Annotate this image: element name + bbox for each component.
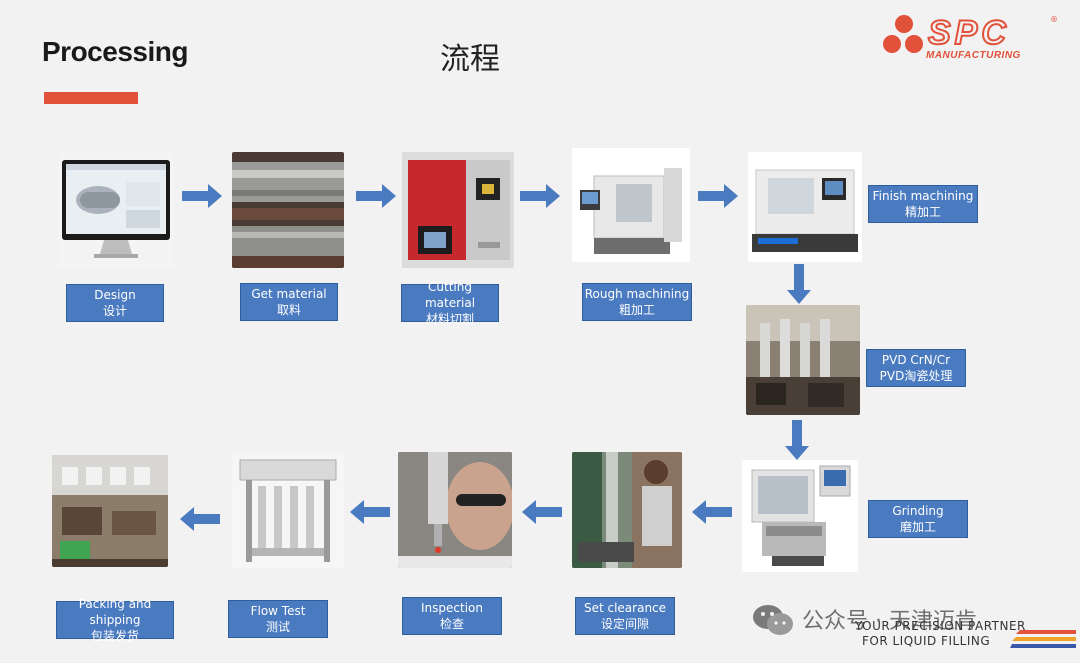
step-label-en: Flow Test xyxy=(250,604,306,618)
step-label-design: Design 设计 xyxy=(66,284,164,322)
flow-test-photo xyxy=(232,452,344,568)
step-label-get-material: Get material 取料 xyxy=(240,283,338,321)
grinder-icon xyxy=(742,460,858,572)
arrow-left-icon xyxy=(180,507,220,531)
monitor-icon xyxy=(58,152,174,268)
step-label-cutting-material: Cutting material 材料切割 xyxy=(401,280,499,326)
step-label-cn: 磨加工 xyxy=(899,520,936,534)
step-label-cn: 包装发货 xyxy=(90,629,139,643)
arrow-right-icon xyxy=(356,184,396,208)
step-label-en: PVD CrN/Cr xyxy=(881,353,951,367)
step-label-cn: PVD淘瓷处理 xyxy=(879,369,953,383)
step-label-en: Finish machining xyxy=(872,189,974,203)
warehouse-icon xyxy=(52,455,168,567)
arrow-right-icon xyxy=(520,184,560,208)
step-label-en: Cutting material xyxy=(424,280,476,310)
step-label-cn: 材料切割 xyxy=(425,312,474,326)
step-label-en: Rough machining xyxy=(584,287,690,301)
steel-bar-icon xyxy=(232,152,344,268)
cnc-machine-icon xyxy=(572,148,690,262)
step-label-grinding: Grinding 磨加工 xyxy=(868,500,968,538)
arrow-down-icon xyxy=(787,264,811,304)
page-title-chinese: 流程 xyxy=(440,42,500,77)
arrow-right-icon xyxy=(182,184,222,208)
step-label-cn: 粗加工 xyxy=(618,303,655,317)
step-label-flow-test: Flow Test 测试 xyxy=(228,600,328,638)
inspection-photo xyxy=(398,452,512,568)
step-label-pvd: PVD CrN/Cr PVD淘瓷处理 xyxy=(866,349,966,387)
wechat-icon xyxy=(753,605,793,635)
watermark-slogan-line2: FOR LIQUID FILLING xyxy=(862,634,991,648)
logo-subtext: MANUFACTURING xyxy=(926,50,1021,61)
gauge-icon xyxy=(572,452,682,568)
flow-rig-icon xyxy=(232,452,344,568)
step-label-en: Get material xyxy=(251,287,327,301)
stripe-decoration xyxy=(1010,630,1076,648)
logo-text: SPC xyxy=(928,14,1010,52)
pvd-chamber-icon xyxy=(746,305,860,415)
cnc-lathe-icon xyxy=(748,152,862,262)
step-label-rough-machining: Rough machining 粗加工 xyxy=(582,283,692,321)
step-label-cn: 取料 xyxy=(276,303,301,317)
step-label-inspection: Inspection 检查 xyxy=(402,597,502,635)
rough-machining-photo xyxy=(572,148,690,262)
arrow-right-icon xyxy=(698,184,738,208)
step-label-set-clearance: Set clearance 设定间隙 xyxy=(575,597,675,635)
microscope-icon xyxy=(398,452,512,568)
step-label-cn: 精加工 xyxy=(904,205,941,219)
step-label-finish-machining: Finish machining 精加工 xyxy=(868,185,978,223)
set-clearance-photo xyxy=(572,452,682,568)
arrow-left-icon xyxy=(692,500,732,524)
design-photo xyxy=(58,152,174,268)
watermark-account: 公众号 · 天津迈肯 xyxy=(802,609,977,634)
step-label-cn: 设定间隙 xyxy=(600,617,649,631)
step-label-en: Grinding xyxy=(892,504,944,518)
step-label-en: Packing and shipping xyxy=(78,597,152,627)
step-label-en: Set clearance xyxy=(583,601,667,615)
grinding-photo xyxy=(742,460,858,572)
get-material-photo xyxy=(232,152,344,268)
step-label-cn: 设计 xyxy=(102,304,127,318)
packing-shipping-photo xyxy=(52,455,168,567)
step-label-cn: 测试 xyxy=(265,620,290,634)
logo-registered-mark: ® xyxy=(1050,15,1058,24)
step-label-cn: 检查 xyxy=(439,617,464,631)
step-label-en: Design xyxy=(94,288,136,302)
step-label-en: Inspection xyxy=(421,601,483,615)
page-title: Processing xyxy=(42,36,188,67)
arrow-left-icon xyxy=(522,500,562,524)
saw-machine-icon xyxy=(402,152,514,268)
accent-bar xyxy=(44,92,138,104)
spc-logo: SPC ® MANUFACTURING xyxy=(880,10,1070,66)
arrow-left-icon xyxy=(350,500,390,524)
watermark-slogan-line1: YOUR PRECISION PARTNER xyxy=(855,619,1026,633)
step-label-packing-shipping: Packing and shipping 包装发货 xyxy=(56,597,174,643)
cutting-material-photo xyxy=(402,152,514,268)
finish-machining-photo xyxy=(748,152,862,262)
pvd-photo xyxy=(746,305,860,415)
arrow-down-icon xyxy=(785,420,809,460)
